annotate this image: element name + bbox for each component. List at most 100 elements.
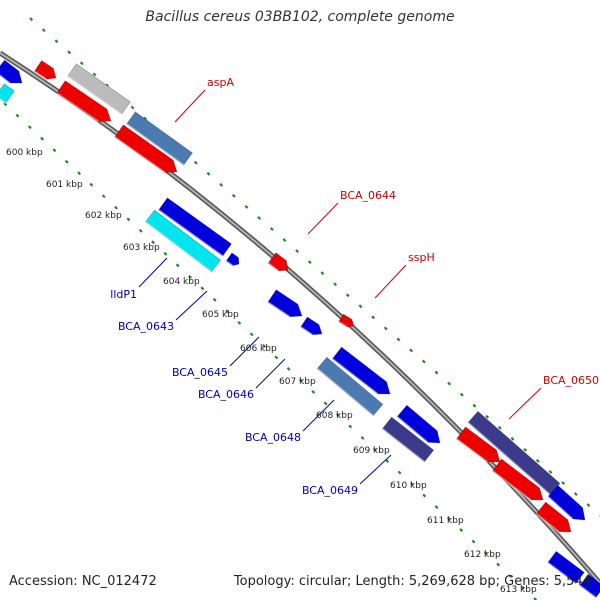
- scale-label: 605 kbp: [202, 310, 239, 320]
- tick-mark: [307, 260, 312, 265]
- gene-label-text: BCA_0650: [543, 374, 599, 387]
- tick-mark: [548, 470, 553, 474]
- leader-line: [307, 202, 339, 235]
- gene-label-text: sspH: [408, 251, 435, 264]
- gene-label: BCA_0649: [302, 454, 392, 497]
- gene-feature: [300, 316, 323, 336]
- scale-label: 613 kbp: [500, 585, 537, 595]
- tick-mark: [336, 413, 340, 417]
- tick-mark: [333, 282, 338, 287]
- gene-feature: [67, 63, 131, 115]
- tick-mark: [434, 370, 439, 375]
- tick-mark: [67, 50, 72, 55]
- tick-mark: [348, 424, 353, 429]
- tick-mark: [15, 113, 20, 118]
- tick-mark: [54, 39, 59, 44]
- backbone-line: [0, 50, 600, 585]
- gene-feature: [331, 346, 391, 395]
- scale-label: 604 kbp: [163, 277, 200, 287]
- gene-label: sspH: [374, 251, 435, 299]
- scale-label: 601 kbp: [46, 180, 83, 190]
- tick-mark: [358, 304, 363, 309]
- tick-mark: [101, 194, 106, 199]
- scale-label: 611 kbp: [427, 516, 464, 526]
- tick-mark: [497, 425, 502, 430]
- tick-mark: [421, 359, 426, 364]
- gene-label: BCA_0650: [508, 374, 599, 420]
- tick-mark: [151, 240, 155, 245]
- gene-label-text: lldP1: [110, 288, 137, 301]
- tick-mark: [64, 159, 69, 164]
- gene-label: lldP1: [110, 257, 168, 301]
- leader-line: [374, 264, 407, 299]
- gene-features: [0, 59, 600, 599]
- inner-tick-marks: [3, 102, 538, 600]
- tick-mark: [372, 447, 377, 452]
- tick-mark: [200, 286, 205, 291]
- gene-feature: [144, 209, 222, 273]
- genome-backbone: [0, 50, 600, 585]
- gene-label-text: BCA_0644: [340, 189, 396, 202]
- tick-mark: [422, 493, 427, 498]
- gene-labels: aspA BCA_0644 sspH BCA_0650 lldP1BCA_0643BCA…: [110, 76, 599, 497]
- tick-mark: [193, 160, 198, 165]
- leader-line: [174, 89, 206, 123]
- tick-mark: [573, 492, 578, 496]
- tick-mark: [163, 251, 168, 256]
- tick-mark: [274, 355, 279, 360]
- tick-mark: [244, 204, 249, 209]
- tick-mark: [237, 320, 242, 325]
- tick-mark: [219, 182, 224, 187]
- tick-mark: [385, 459, 390, 463]
- leader-line: [302, 399, 335, 432]
- tick-mark: [510, 436, 515, 441]
- tick-mark: [3, 102, 8, 107]
- leader-line: [508, 387, 542, 420]
- tick-mark: [52, 148, 57, 153]
- leader-line: [229, 336, 260, 367]
- scale-label: 612 kbp: [464, 550, 501, 560]
- tick-mark: [523, 447, 528, 452]
- gene-label: BCA_0646: [198, 358, 286, 401]
- tick-mark: [89, 182, 94, 187]
- gene-label: BCA_0643: [118, 290, 208, 333]
- tick-mark: [561, 481, 566, 485]
- gene-feature: [547, 484, 586, 521]
- scale-label: 603 kbp: [123, 243, 160, 253]
- tick-mark: [262, 343, 266, 348]
- tick-mark: [447, 381, 452, 386]
- gene-label-text: BCA_0648: [245, 431, 301, 444]
- tick-mark: [360, 436, 365, 440]
- gene-feature: [126, 111, 193, 166]
- tick-mark: [212, 297, 217, 302]
- tick-mark: [231, 193, 236, 198]
- scale-label: 607 kbp: [279, 377, 316, 387]
- tick-mark: [92, 72, 97, 77]
- scale-label: 602 kbp: [85, 211, 122, 221]
- gene-label-text: BCA_0645: [172, 366, 228, 379]
- gene-feature: [316, 356, 384, 417]
- scale-label: 609 kbp: [353, 446, 390, 456]
- tick-mark: [383, 326, 388, 331]
- tick-mark: [485, 414, 490, 419]
- gene-feature: [225, 252, 240, 267]
- gene-feature: [381, 416, 435, 463]
- map-title: Bacillus cereus 03BB102, complete genome: [145, 9, 455, 25]
- tick-mark: [225, 309, 229, 314]
- tick-mark: [311, 390, 316, 394]
- tick-mark: [77, 171, 82, 176]
- tick-mark: [409, 348, 414, 353]
- tick-mark: [295, 249, 300, 254]
- tick-mark: [27, 125, 32, 130]
- tick-mark: [472, 403, 477, 408]
- topology-label: Topology: circular; Length: 5,269,628 bp…: [233, 574, 591, 589]
- leader-line: [175, 290, 208, 321]
- leader-line: [359, 454, 392, 485]
- gene-feature: [467, 410, 561, 496]
- gene-label: aspA: [174, 76, 234, 123]
- tick-mark: [40, 136, 45, 141]
- gene-feature: [0, 83, 15, 104]
- gene-feature: [56, 80, 112, 123]
- tick-mark: [138, 228, 143, 233]
